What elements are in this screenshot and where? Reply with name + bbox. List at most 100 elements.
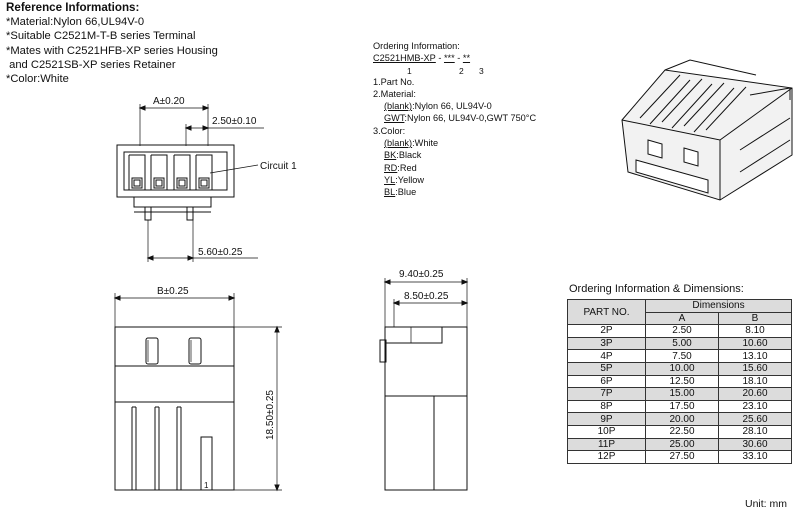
top-view [113, 293, 282, 492]
col-header-b: B [718, 311, 792, 326]
cell-part: 2P [567, 324, 646, 338]
material-desc: :Nylon 66, UL94V-0,GWT 750°C [404, 113, 537, 124]
circuit-label: Circuit 1 [260, 161, 297, 172]
color-option: RD:Red [373, 162, 536, 174]
reference-info: Reference Informations: *Material:Nylon … [6, 1, 218, 86]
cell-a: 7.50 [645, 349, 719, 363]
dim-pitch-label: 2.50±0.10 [212, 116, 257, 127]
code-index: 2 [459, 65, 464, 76]
cell-b: 13.10 [718, 349, 792, 363]
cell-b: 23.10 [718, 399, 792, 414]
color-option: BK:Black [373, 149, 536, 161]
dim-a-label: A±0.20 [153, 96, 185, 107]
cell-part: 3P [567, 336, 646, 351]
cell-b: 30.60 [718, 437, 792, 452]
order-item-color: 3.Color: [373, 125, 406, 136]
cell-a: 25.00 [645, 437, 719, 452]
material-desc: :Nylon 66, UL94V-0 [412, 101, 492, 112]
color-option: (blank):White [373, 137, 536, 149]
color-option: YL:Yellow [373, 174, 536, 186]
cell-a: 2.50 [645, 324, 719, 338]
order-item-part: 1.Part No. [373, 76, 415, 87]
cell-a: 12.50 [645, 374, 719, 389]
order-item-material: 2.Material: [373, 88, 416, 99]
cell-part: 6P [567, 374, 646, 389]
color-code: (blank) [384, 138, 413, 149]
code-index: 3 [479, 65, 484, 76]
cell-a: 17.50 [645, 399, 719, 414]
code-material: *** [443, 53, 455, 64]
color-name: :Blue [395, 187, 417, 198]
cell-b: 28.10 [718, 424, 792, 439]
material-code: (blank) [384, 101, 413, 112]
color-code: BK [384, 150, 397, 161]
reference-line: *Suitable C2521M-T-B series Terminal [6, 30, 196, 43]
material-code: GWT [384, 113, 405, 124]
cell-part: 11P [567, 437, 646, 452]
color-code: BL [384, 187, 396, 198]
cell-a: 20.00 [645, 412, 719, 426]
color-code: YL [384, 174, 396, 185]
color-code: RD [384, 162, 398, 173]
side-view [379, 278, 469, 491]
ordering-info: Ordering Information: C2521HMB-XP - *** … [373, 40, 536, 199]
cell-b: 18.10 [718, 374, 792, 389]
color-option: BL:Blue [373, 186, 536, 198]
cell-part: 8P [567, 399, 646, 414]
reference-line: *Material:Nylon 66,UL94V-0 [6, 16, 145, 29]
cell-b: 33.10 [718, 450, 792, 464]
cell-part: 12P [567, 450, 646, 464]
material-option: (blank):Nylon 66, UL94V-0 [373, 100, 536, 112]
dim-height-label: 18.50±0.25 [265, 390, 276, 440]
code-sep: - [454, 53, 463, 64]
isometric-view [621, 59, 793, 201]
col-header-part: PART NO. [567, 298, 646, 326]
reference-title: Reference Informations: [6, 1, 140, 14]
reference-line: *Color:White [6, 73, 69, 86]
color-name: :Red [397, 162, 417, 173]
cell-b: 25.60 [718, 412, 792, 426]
cell-b: 8.10 [718, 324, 792, 338]
code-color: ** [462, 53, 471, 64]
color-name: :Yellow [395, 174, 425, 185]
cell-a: 22.50 [645, 424, 719, 439]
reference-line: and C2521SB-XP series Retainer [6, 58, 176, 71]
unit-label: Unit: mm [745, 498, 787, 510]
code-sep: - [435, 53, 444, 64]
material-option: GWT:Nylon 66, UL94V-0,GWT 750°C [373, 112, 536, 124]
cell-b: 15.60 [718, 361, 792, 376]
ordering-code: C2521HMB-XP - *** - ** [373, 52, 536, 64]
cell-a: 5.00 [645, 336, 719, 351]
code-index: 1 [407, 65, 412, 76]
reference-line: *Mates with C2521HFB-XP series Housing [6, 44, 218, 57]
ordering-heading: Ordering Information: [373, 41, 460, 51]
cell-a: 15.00 [645, 387, 719, 401]
color-name: :White [412, 138, 439, 149]
dim-b-label: B±0.25 [157, 286, 189, 297]
cell-part: 5P [567, 361, 646, 376]
cell-part: 10P [567, 424, 646, 439]
front-view [116, 104, 264, 262]
dim-560-label: 5.60±0.25 [198, 247, 243, 258]
dim-850-label: 8.50±0.25 [404, 291, 449, 302]
code-index-row: 1 2 3 [373, 65, 536, 76]
cell-part: 4P [567, 349, 646, 363]
cell-a: 27.50 [645, 450, 719, 464]
cell-b: 20.60 [718, 387, 792, 401]
code-part: C2521HMB-XP [373, 53, 436, 64]
col-header-a: A [645, 311, 719, 326]
cell-part: 7P [567, 387, 646, 401]
